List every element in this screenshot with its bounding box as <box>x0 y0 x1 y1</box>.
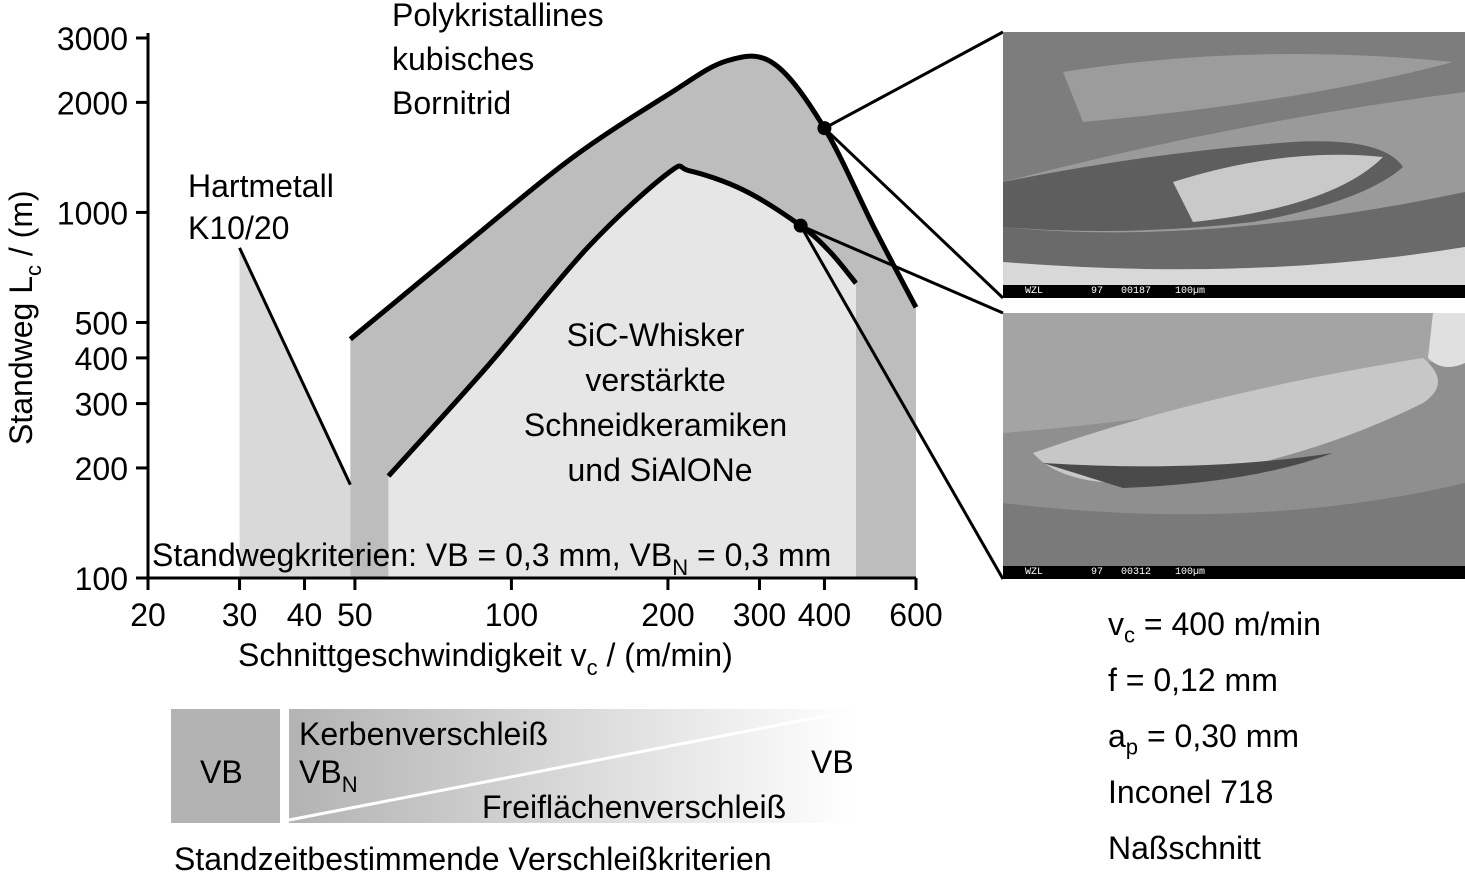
condition-cooling: Naßschnitt <box>1108 830 1261 866</box>
sem-image <box>1003 313 1465 579</box>
flank-label: Freiflächenverschleiß <box>482 789 786 825</box>
x-tick-label-600: 600 <box>889 597 942 633</box>
sem-image <box>1003 32 1465 298</box>
wear-caption: Standzeitbestimmende Verschleißkriterien <box>174 841 772 874</box>
curve-ceramics <box>386 163 858 478</box>
region-areas <box>239 56 916 579</box>
curve-hartmetall <box>238 247 352 486</box>
leader-line-bottom-2 <box>799 224 1005 580</box>
vb-box <box>171 709 280 823</box>
y-tick-label-1000: 1000 <box>57 195 128 231</box>
condition-f: f = 0,12 mm <box>1108 662 1278 698</box>
y-tick-label-200: 200 <box>75 451 128 487</box>
criteria-annotation: Standwegkriterien: VB = 0,3 mm, VBN = 0,… <box>152 537 831 580</box>
y-axis-label: Standweg Lc / (m) <box>3 190 46 445</box>
photo-leader-lines <box>793 30 1005 580</box>
marker-point-0 <box>817 121 832 136</box>
x-tick-label-400: 400 <box>798 597 851 633</box>
marker-point-1 <box>793 218 808 233</box>
y-tick-label-3000: 3000 <box>57 21 128 57</box>
series-label-ceramics: SiC-Whisker verstärkte Schneidkeramiken … <box>524 317 796 488</box>
leader-line-top-1 <box>823 30 1004 130</box>
curve-pcbn <box>348 53 919 342</box>
boundary-curves <box>238 53 919 486</box>
x-axis-label: Schnittgeschwindigkeit vc / (m/min) <box>238 637 733 680</box>
x-tick-label-100: 100 <box>485 597 538 633</box>
vbn-label: VBN <box>299 754 358 797</box>
leader-line-bottom-1 <box>800 224 1004 315</box>
y-tick-label-500: 500 <box>75 305 128 341</box>
y-tick-label-400: 400 <box>75 341 128 377</box>
y-tick-label-100: 100 <box>75 561 128 597</box>
condition-vc: vc = 400 m/min <box>1108 606 1321 648</box>
x-tick-label-40: 40 <box>287 597 323 633</box>
x-tick-label-50: 50 <box>337 597 373 633</box>
sem-scale-bar: WZL 97 00312 100µm <box>1003 566 1465 579</box>
wear-criteria-bar: VB Kerbenverschleiß VBN VB Freiflächenve… <box>171 709 855 874</box>
y-tick-label-2000: 2000 <box>57 85 128 121</box>
x-tick-label-300: 300 <box>733 597 786 633</box>
series-label-pcbn: Polykristallines kubisches Bornitrid <box>392 0 613 121</box>
sem-photo-pcbn: WZL 97 00187 100µm <box>1003 32 1465 298</box>
transition-diagonal <box>288 712 836 822</box>
x-tick-label-20: 20 <box>130 597 166 633</box>
condition-material: Inconel 718 <box>1108 774 1274 810</box>
condition-ap: ap = 0,30 mm <box>1108 718 1299 760</box>
vb-left-label: VB <box>200 754 243 790</box>
y-tick-label-300: 300 <box>75 387 128 423</box>
area-ceramics <box>388 165 857 579</box>
sem-scale-bar: WZL 97 00187 100µm <box>1003 285 1465 298</box>
series-label-hartmetall: Hartmetall K10/20 <box>188 168 343 246</box>
sem-photo-ceramic: WZL 97 00312 100µm <box>1003 313 1465 579</box>
leader-line-top-2 <box>823 127 1005 300</box>
area-hartmetall <box>239 247 351 578</box>
vb-right-label: VB <box>811 744 854 780</box>
x-tick-label-200: 200 <box>641 597 694 633</box>
kerb-label: Kerbenverschleiß <box>299 716 548 752</box>
x-tick-label-30: 30 <box>222 597 258 633</box>
